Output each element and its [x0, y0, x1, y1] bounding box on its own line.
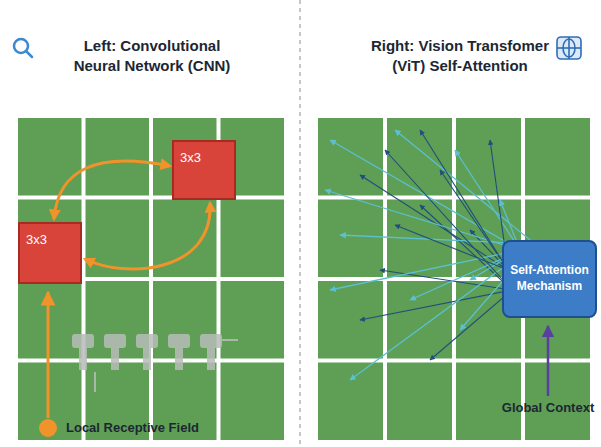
section-heading: Left: Convolutional Neural Network (CNN): [62, 36, 242, 75]
magnifier-icon: [14, 39, 32, 57]
callout-label: Local Receptive Field: [66, 420, 286, 437]
orange-arrow: [54, 161, 170, 219]
divider: [299, 0, 300, 447]
callout-label: Global Context: [500, 400, 596, 417]
node-text: 3x3: [26, 232, 74, 247]
globe-icon: [557, 37, 581, 59]
section-heading: Right: Vision Transfomer (ViT) Self-Atte…: [365, 36, 555, 75]
leader-line: [547, 326, 550, 396]
receptive-dot: [39, 419, 57, 437]
node-text: 3x3: [180, 150, 228, 165]
kernel-weights: [72, 334, 238, 392]
orange-arrow: [85, 203, 210, 269]
kernel-box: 3x3: [172, 140, 236, 200]
attention-box: Self-Attention Mechanism: [502, 240, 597, 318]
leader-line: [47, 292, 50, 418]
feature-grid: [18, 118, 284, 440]
kernel-box: 3x3: [18, 222, 82, 284]
patch-grid: [318, 118, 590, 440]
node-text: Self-Attention Mechanism: [510, 263, 589, 294]
